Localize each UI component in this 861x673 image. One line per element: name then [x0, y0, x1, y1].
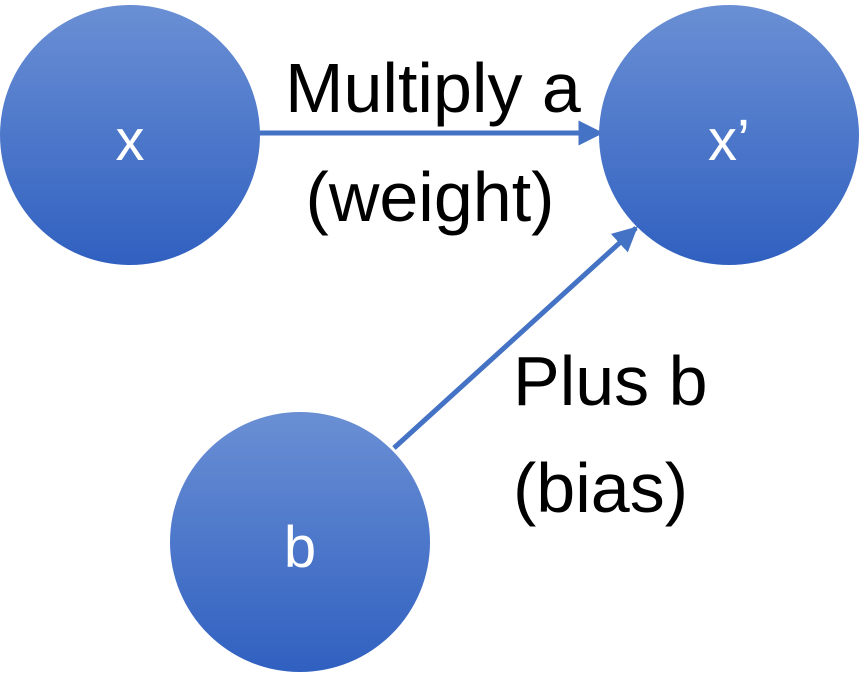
weight-label-line2: (weight)	[306, 158, 555, 236]
bias-edge-arrow	[392, 226, 638, 450]
weight-label-line1: Multiply a	[285, 49, 581, 127]
node-x-prime: x’	[599, 5, 859, 265]
node-b-label: b	[284, 515, 316, 580]
bias-label-line2: (bias)	[513, 449, 688, 527]
bias-label-line1: Plus b	[513, 342, 708, 420]
node-b: b	[170, 412, 430, 672]
node-x-label: x	[116, 108, 145, 173]
node-x: x	[0, 5, 260, 265]
node-x-prime-label: x’	[708, 108, 750, 173]
